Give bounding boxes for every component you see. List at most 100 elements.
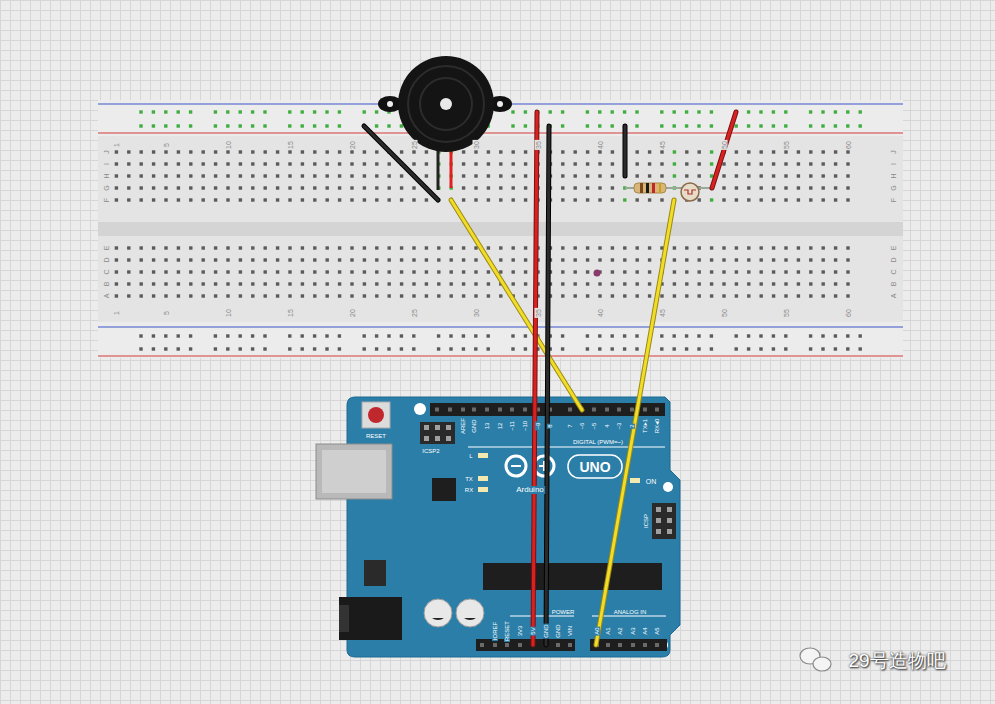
breadboard-hole — [772, 198, 775, 201]
breadboard-hole — [846, 162, 849, 165]
breadboard-label: 35 — [535, 308, 542, 318]
breadboard-hole — [177, 124, 180, 127]
board-label: A2 — [617, 626, 623, 635]
breadboard-hole — [797, 246, 800, 249]
breadboard-hole — [450, 246, 453, 249]
header-pin — [606, 643, 610, 647]
buzzer-hole — [497, 101, 503, 107]
breadboard-hole — [673, 162, 676, 165]
breadboard-hole — [660, 198, 663, 201]
resistor-band — [640, 183, 643, 193]
breadboard-hole — [164, 198, 167, 201]
breadboard-hole — [437, 294, 440, 297]
breadboard-hole — [846, 174, 849, 177]
breadboard-hole — [115, 186, 118, 189]
breadboard-hole — [437, 258, 440, 261]
breadboard-hole — [214, 174, 217, 177]
breadboard-label: B — [890, 281, 897, 288]
breadboard-hole — [326, 294, 329, 297]
breadboard-hole — [636, 294, 639, 297]
breadboard-hole — [834, 110, 837, 113]
breadboard-hole — [797, 186, 800, 189]
breadboard-hole — [623, 110, 626, 113]
breadboard-hole — [574, 150, 577, 153]
header-pin — [592, 408, 596, 412]
breadboard-hole — [586, 198, 589, 201]
wire-outline — [451, 200, 582, 410]
breadboard-hole — [474, 246, 477, 249]
breadboard-hole — [611, 246, 614, 249]
breadboard-label: 5 — [163, 310, 170, 316]
breadboard-hole — [747, 246, 750, 249]
breadboard-hole — [797, 174, 800, 177]
breadboard-hole — [313, 347, 316, 350]
breadboard-hole — [263, 124, 266, 127]
breadboard-hole — [177, 246, 180, 249]
breadboard-hole — [710, 198, 713, 201]
breadboard-hole — [214, 270, 217, 273]
breadboard-hole — [747, 162, 750, 165]
breadboard-hole — [388, 186, 391, 189]
breadboard-hole — [648, 294, 651, 297]
breadboard-hole — [437, 347, 440, 350]
breadboard-hole — [412, 246, 415, 249]
breadboard-hole — [747, 347, 750, 350]
breadboard-hole — [363, 347, 366, 350]
breadboard-label: J — [103, 149, 110, 155]
led — [478, 476, 488, 481]
breadboard-hole — [834, 162, 837, 165]
breadboard-hole — [313, 174, 316, 177]
breadboard-hole — [226, 174, 229, 177]
breadboard-hole — [214, 334, 217, 337]
breadboard-hole — [487, 270, 490, 273]
board-label: RX◂0 — [654, 418, 660, 435]
breadboard-hole — [450, 282, 453, 285]
breadboard-hole — [586, 347, 589, 350]
breadboard-hole — [487, 294, 490, 297]
breadboard-hole — [685, 282, 688, 285]
breadboard-label: 50 — [721, 308, 728, 318]
breadboard-hole — [561, 186, 564, 189]
breadboard-hole — [375, 198, 378, 201]
breadboard-hole — [388, 162, 391, 165]
breadboard-hole — [313, 246, 316, 249]
breadboard-hole — [809, 270, 812, 273]
breadboard-hole — [276, 150, 279, 153]
breadboard-hole — [264, 258, 267, 261]
breadboard-hole — [226, 270, 229, 273]
board-label: 7 — [567, 423, 573, 428]
breadboard-hole — [623, 246, 626, 249]
breadboard-hole — [350, 246, 353, 249]
breadboard-hole — [202, 198, 205, 201]
breadboard-hole — [214, 150, 217, 153]
breadboard-hole — [177, 334, 180, 337]
breadboard-label: 30 — [473, 308, 480, 318]
breadboard-hole — [425, 174, 428, 177]
breadboard-hole — [598, 124, 601, 127]
breadboard-hole — [710, 174, 713, 177]
breadboard-hole — [251, 334, 254, 337]
breadboard-hole — [623, 294, 626, 297]
breadboard-hole — [524, 270, 527, 273]
breadboard-hole — [325, 334, 328, 337]
photoresistor-track — [684, 190, 696, 194]
breadboard-hole — [325, 110, 328, 113]
breadboard-hole — [623, 282, 626, 285]
breadboard-label: 55 — [783, 140, 790, 150]
breadboard-hole — [350, 270, 353, 273]
uno-badge — [568, 455, 622, 478]
breadboard-hole — [264, 162, 267, 165]
breadboard-hole — [251, 270, 254, 273]
breadboard-hole — [685, 174, 688, 177]
breadboard-hole — [276, 174, 279, 177]
breadboard-hole — [822, 258, 825, 261]
breadboard-hole — [462, 294, 465, 297]
breadboard-hole — [760, 258, 763, 261]
microcontroller — [483, 563, 662, 590]
breadboard-hole — [400, 198, 403, 201]
breadboard-hole — [735, 198, 738, 201]
breadboard-hole — [177, 258, 180, 261]
wire-red — [533, 112, 537, 645]
breadboard-hole — [735, 162, 738, 165]
breadboard-hole — [338, 347, 341, 350]
